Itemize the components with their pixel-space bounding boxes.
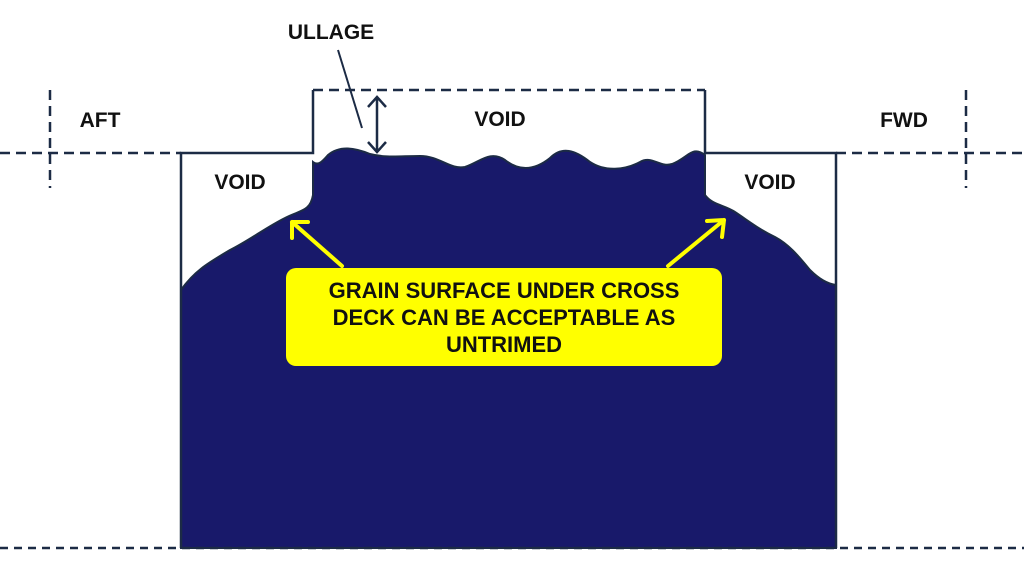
ullage-label: ULLAGE xyxy=(287,21,375,44)
fwd-label: FWD xyxy=(880,109,928,132)
hold-outline xyxy=(179,90,838,548)
ullage-leader xyxy=(337,49,363,129)
aft-label: AFT xyxy=(79,109,121,132)
grain-surface-note: GRAIN SURFACE UNDER CROSS DECK CAN BE AC… xyxy=(286,268,722,366)
void-left-label: VOID xyxy=(214,171,266,194)
arrow-left-icon xyxy=(290,220,344,268)
arrow-right-icon xyxy=(666,218,726,268)
note-line: GRAIN SURFACE UNDER CROSS xyxy=(328,277,680,303)
ullage-double-arrow xyxy=(367,95,387,154)
note-line: UNTRIMED xyxy=(445,331,563,357)
void-center-label: VOID xyxy=(474,108,526,131)
void-right-label: VOID xyxy=(744,171,796,194)
note-line: DECK CAN BE ACCEPTABLE AS xyxy=(332,304,676,330)
